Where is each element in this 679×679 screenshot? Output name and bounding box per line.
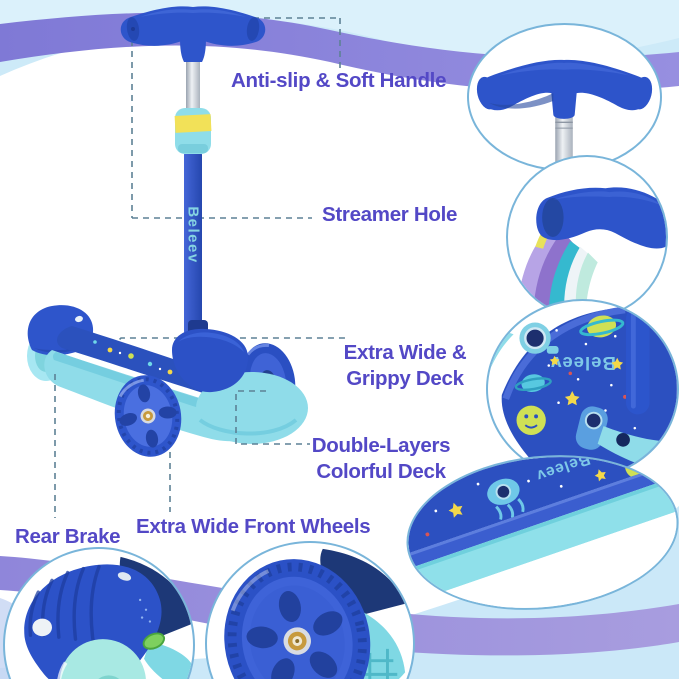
front-wheel-near <box>114 375 182 457</box>
handlebar-closeup <box>476 59 653 119</box>
rear-wheel-closeup <box>57 639 146 679</box>
height-adjust-collar <box>174 44 212 154</box>
moon-print <box>516 405 546 435</box>
front-wheels-label: Extra Wide Front Wheels <box>136 515 371 538</box>
brake-detail-art <box>24 556 193 679</box>
grippy-deck-label: Extra Wide & Grippy Deck <box>326 340 484 391</box>
layers-deck-line <box>235 390 310 445</box>
grippy-deck-line <box>103 337 346 356</box>
layers-deck-label: Double-Layers Colorful Deck <box>298 433 464 484</box>
cyan-planet-print <box>514 374 552 393</box>
grippy-deck-label-line1: Extra Wide & <box>343 341 467 364</box>
handlebar <box>120 6 266 62</box>
saturn-print <box>579 315 625 338</box>
grip-closeup <box>536 187 666 249</box>
brand-text-deck: Beleev <box>550 353 616 374</box>
layers-deck-label-line2: Colorful Deck <box>316 459 446 483</box>
rear-brake-label: Rear Brake <box>15 525 121 548</box>
streamer-label: Streamer Hole <box>322 203 458 226</box>
deck-print-closeup: Beleev <box>501 306 677 477</box>
handle-label: Anti-slip & Soft Handle <box>231 69 447 92</box>
wheel-detail-art <box>224 548 406 679</box>
handle-detail-art <box>476 59 653 169</box>
astronaut-print <box>519 322 559 354</box>
grippy-deck-label-line2: Grippy Deck <box>346 366 464 390</box>
brake-light <box>142 632 166 650</box>
front-wheel-housing <box>196 372 308 444</box>
brand-text-stem: Beleev <box>185 206 202 263</box>
streamers <box>517 217 598 316</box>
scooter-stem: Beleev <box>184 148 208 344</box>
streamer-detail-art <box>517 187 666 316</box>
brake-detail-circle <box>3 547 195 679</box>
stem-base-cover <box>172 328 249 393</box>
deck-detail-circle: Beleev <box>486 299 679 479</box>
handle-detail-circle <box>467 23 662 171</box>
deck-detail-art: Beleev <box>490 306 677 477</box>
streamer-detail-circle <box>506 155 668 319</box>
layers-deck-label-line1: Double-Layers <box>311 434 451 457</box>
deck-cyan-behind-brake <box>144 641 193 679</box>
jellyfish-print <box>487 478 525 520</box>
wheel-detail-circle <box>205 541 415 679</box>
front-wheel-closeup <box>224 559 371 679</box>
